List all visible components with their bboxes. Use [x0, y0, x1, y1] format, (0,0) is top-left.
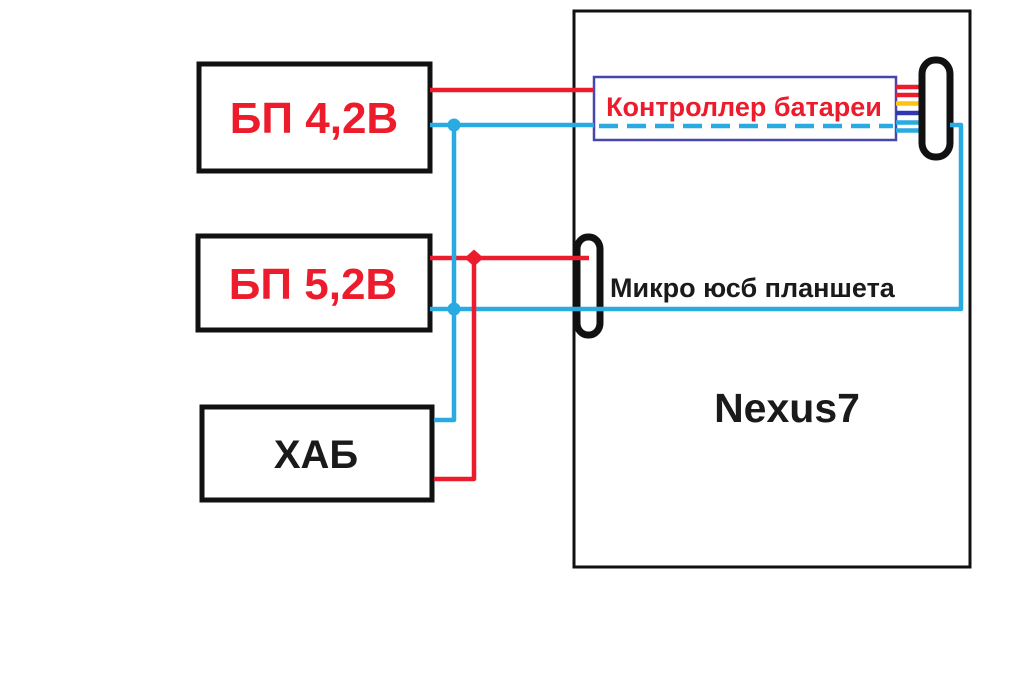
psu-4v2-label: БП 4,2В	[230, 94, 398, 143]
junction-dot-blue-bottom	[447, 302, 461, 316]
junction-dot-red	[464, 249, 484, 267]
psu-5v2-label: БП 5,2В	[229, 260, 397, 309]
micro-usb-connector-shape	[573, 233, 604, 339]
battery-controller-box	[592, 75, 898, 142]
battery-connector-shape	[918, 56, 954, 161]
wire-red-branch-hub	[434, 258, 477, 482]
micro-usb-label: Микро юсб планшета	[610, 273, 896, 303]
wire-blue-psu52-microusb-loop	[430, 122, 964, 312]
battery-controller-label: Контроллер батареи	[606, 92, 882, 122]
tablet-label: Nexus7	[714, 385, 860, 431]
hub-box	[199, 404, 435, 503]
psu-4v2-box	[196, 61, 433, 174]
psu-5v2-box	[195, 233, 433, 333]
hub-label: ХАБ	[274, 433, 358, 477]
wire-blue-branch-hub	[434, 125, 457, 423]
junction-dot-blue-top	[447, 118, 461, 132]
